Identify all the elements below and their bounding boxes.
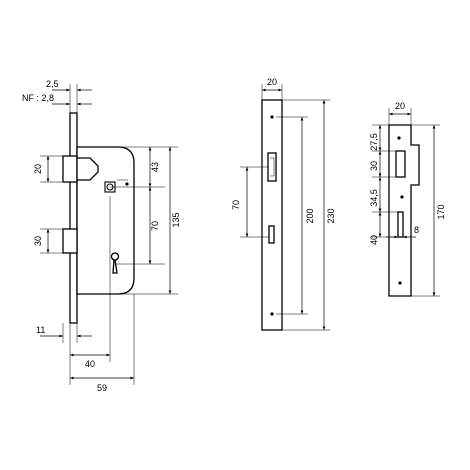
faceplate-body xyxy=(261,99,283,331)
case-screw xyxy=(125,182,129,186)
lock-faceplate xyxy=(69,112,78,324)
strike-top-margin-label: 27,5 xyxy=(369,133,379,151)
strike-width-label: 20 xyxy=(395,101,405,111)
case-depth-label: 59 xyxy=(97,383,107,393)
faceplate-hole-spacing-label: 70 xyxy=(231,200,241,210)
strike-gap-label: 34,5 xyxy=(369,189,379,207)
faceplate-nf-label: NF : 2,8 xyxy=(22,93,54,103)
latch-to-square-label: 43 xyxy=(150,162,160,172)
faceplate-length-label: 230 xyxy=(326,208,336,223)
lock-body-view: 2,5 NF : 2,8 20 30 43 70 135 11 40 59 xyxy=(22,79,181,393)
faceplate-width-label: 20 xyxy=(267,77,277,87)
strike-bolt-opening-label: 40 xyxy=(369,235,379,245)
strike-plate-view: 20 27,5 30 34,5 40 8 170 xyxy=(369,101,446,297)
strike-bolt-width-label: 8 xyxy=(414,225,419,235)
faceplate-offset-label: 11 xyxy=(36,325,45,335)
deadbolt xyxy=(62,228,78,254)
backset-label: 40 xyxy=(85,359,95,369)
faceplate-bolt-opening xyxy=(268,225,275,244)
case-height-label: 135 xyxy=(171,212,181,227)
latch-height-label: 20 xyxy=(33,164,43,174)
strike-screw-bottom xyxy=(398,281,402,285)
faceplate-thickness-label: 2,5 xyxy=(46,79,59,89)
strike-bolt-opening xyxy=(397,211,404,238)
keyhole xyxy=(110,252,120,274)
strike-latch-opening xyxy=(395,150,406,178)
latch-bolt xyxy=(62,155,78,183)
faceplate-screw-bottom xyxy=(270,312,274,316)
strike-screw-top xyxy=(397,136,401,140)
faceplate-screw-top xyxy=(270,115,274,119)
faceplate-latch-opening xyxy=(267,152,277,182)
strike-latch-opening-label: 30 xyxy=(369,161,379,171)
faceplate-view: 20 70 200 230 xyxy=(231,77,336,331)
bolt-height-label: 30 xyxy=(33,236,43,246)
strike-screw-middle xyxy=(400,195,404,199)
strike-length-label: 170 xyxy=(436,204,446,219)
square-to-key-label: 70 xyxy=(150,221,160,231)
faceplate-fixing-centres-label: 200 xyxy=(305,208,315,223)
latch-bevel xyxy=(76,157,99,181)
